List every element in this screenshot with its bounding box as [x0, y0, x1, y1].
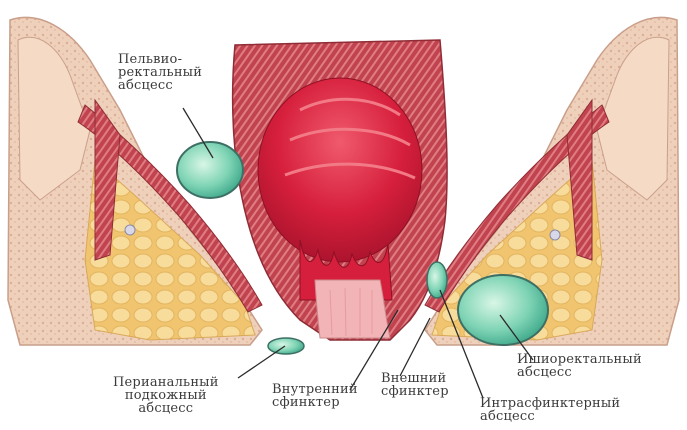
label-external-sphincter: Внешний сфинктер [381, 372, 449, 398]
label-internal-sphincter: Внутренний сфинктер [272, 383, 358, 409]
intersphincteric-abscess [427, 262, 447, 298]
label-ischiorectal-abscess: Ишиоректальный абсцесс [517, 353, 642, 379]
label-line: абсцесс [118, 79, 202, 92]
label-line: абсцесс [480, 410, 620, 423]
label-intersphincteric-abscess: Интрасфинктерный абсцесс [480, 397, 620, 423]
pelviorectal-abscess [177, 142, 243, 198]
label-line: абсцесс [113, 402, 219, 415]
ischiorectal-abscess [458, 275, 548, 345]
rectum [233, 40, 447, 340]
vessel-left [125, 225, 135, 235]
label-line: абсцесс [517, 366, 642, 379]
label-line: сфинктер [381, 385, 449, 398]
pointer-perianal [238, 346, 285, 378]
label-pelviorectal-abscess: Пельвио- ректальный абсцесс [118, 53, 202, 92]
pointer-external-sphincter [400, 318, 430, 376]
label-perianal-abscess: Перианальный подкожный абсцесс [113, 376, 219, 415]
label-line: сфинктер [272, 396, 358, 409]
perianal-abscess [268, 338, 304, 354]
vessel-right [550, 230, 560, 240]
